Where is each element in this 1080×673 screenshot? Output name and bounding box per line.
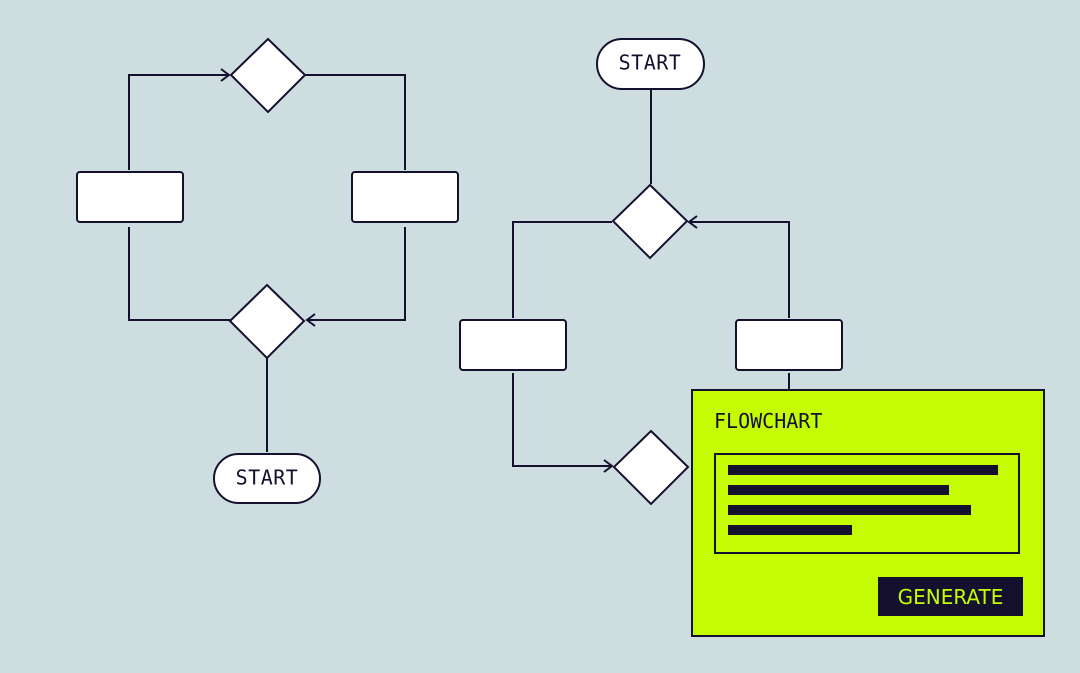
decision-diamond bbox=[228, 283, 306, 360]
connector bbox=[307, 227, 406, 321]
connector-lines bbox=[128, 74, 790, 467]
connector bbox=[512, 373, 612, 467]
process-box bbox=[735, 319, 843, 371]
prompt-input[interactable] bbox=[714, 453, 1020, 554]
arrowhead-icon bbox=[603, 459, 614, 473]
arrowhead-icon bbox=[305, 313, 316, 327]
panel-title: FLOWCHART bbox=[714, 409, 823, 433]
arrowhead-icon bbox=[687, 215, 698, 229]
generate-button[interactable]: GENERATE bbox=[878, 577, 1023, 616]
connector bbox=[128, 227, 230, 321]
arrowheads bbox=[220, 68, 698, 473]
process-box bbox=[76, 171, 184, 223]
decision-diamond bbox=[229, 37, 307, 114]
connector bbox=[128, 74, 229, 170]
decision-diamond bbox=[611, 183, 689, 260]
placeholder-text-line bbox=[728, 465, 998, 475]
decision-diamond bbox=[612, 429, 690, 506]
process-box bbox=[459, 319, 567, 371]
start-label: START bbox=[236, 466, 299, 490]
start-terminal bbox=[213, 453, 321, 504]
connector bbox=[512, 221, 612, 318]
flowchart-generator-panel: FLOWCHART GENERATE bbox=[691, 389, 1045, 637]
start-terminal bbox=[596, 38, 705, 90]
placeholder-text-line bbox=[728, 485, 949, 495]
start-label: START bbox=[619, 51, 682, 75]
placeholder-text-line bbox=[728, 505, 971, 515]
arrowhead-icon bbox=[220, 68, 231, 82]
connector bbox=[689, 221, 790, 318]
nodes bbox=[76, 37, 843, 506]
process-box bbox=[351, 171, 459, 223]
connector bbox=[305, 74, 406, 170]
placeholder-text-line bbox=[728, 525, 852, 535]
